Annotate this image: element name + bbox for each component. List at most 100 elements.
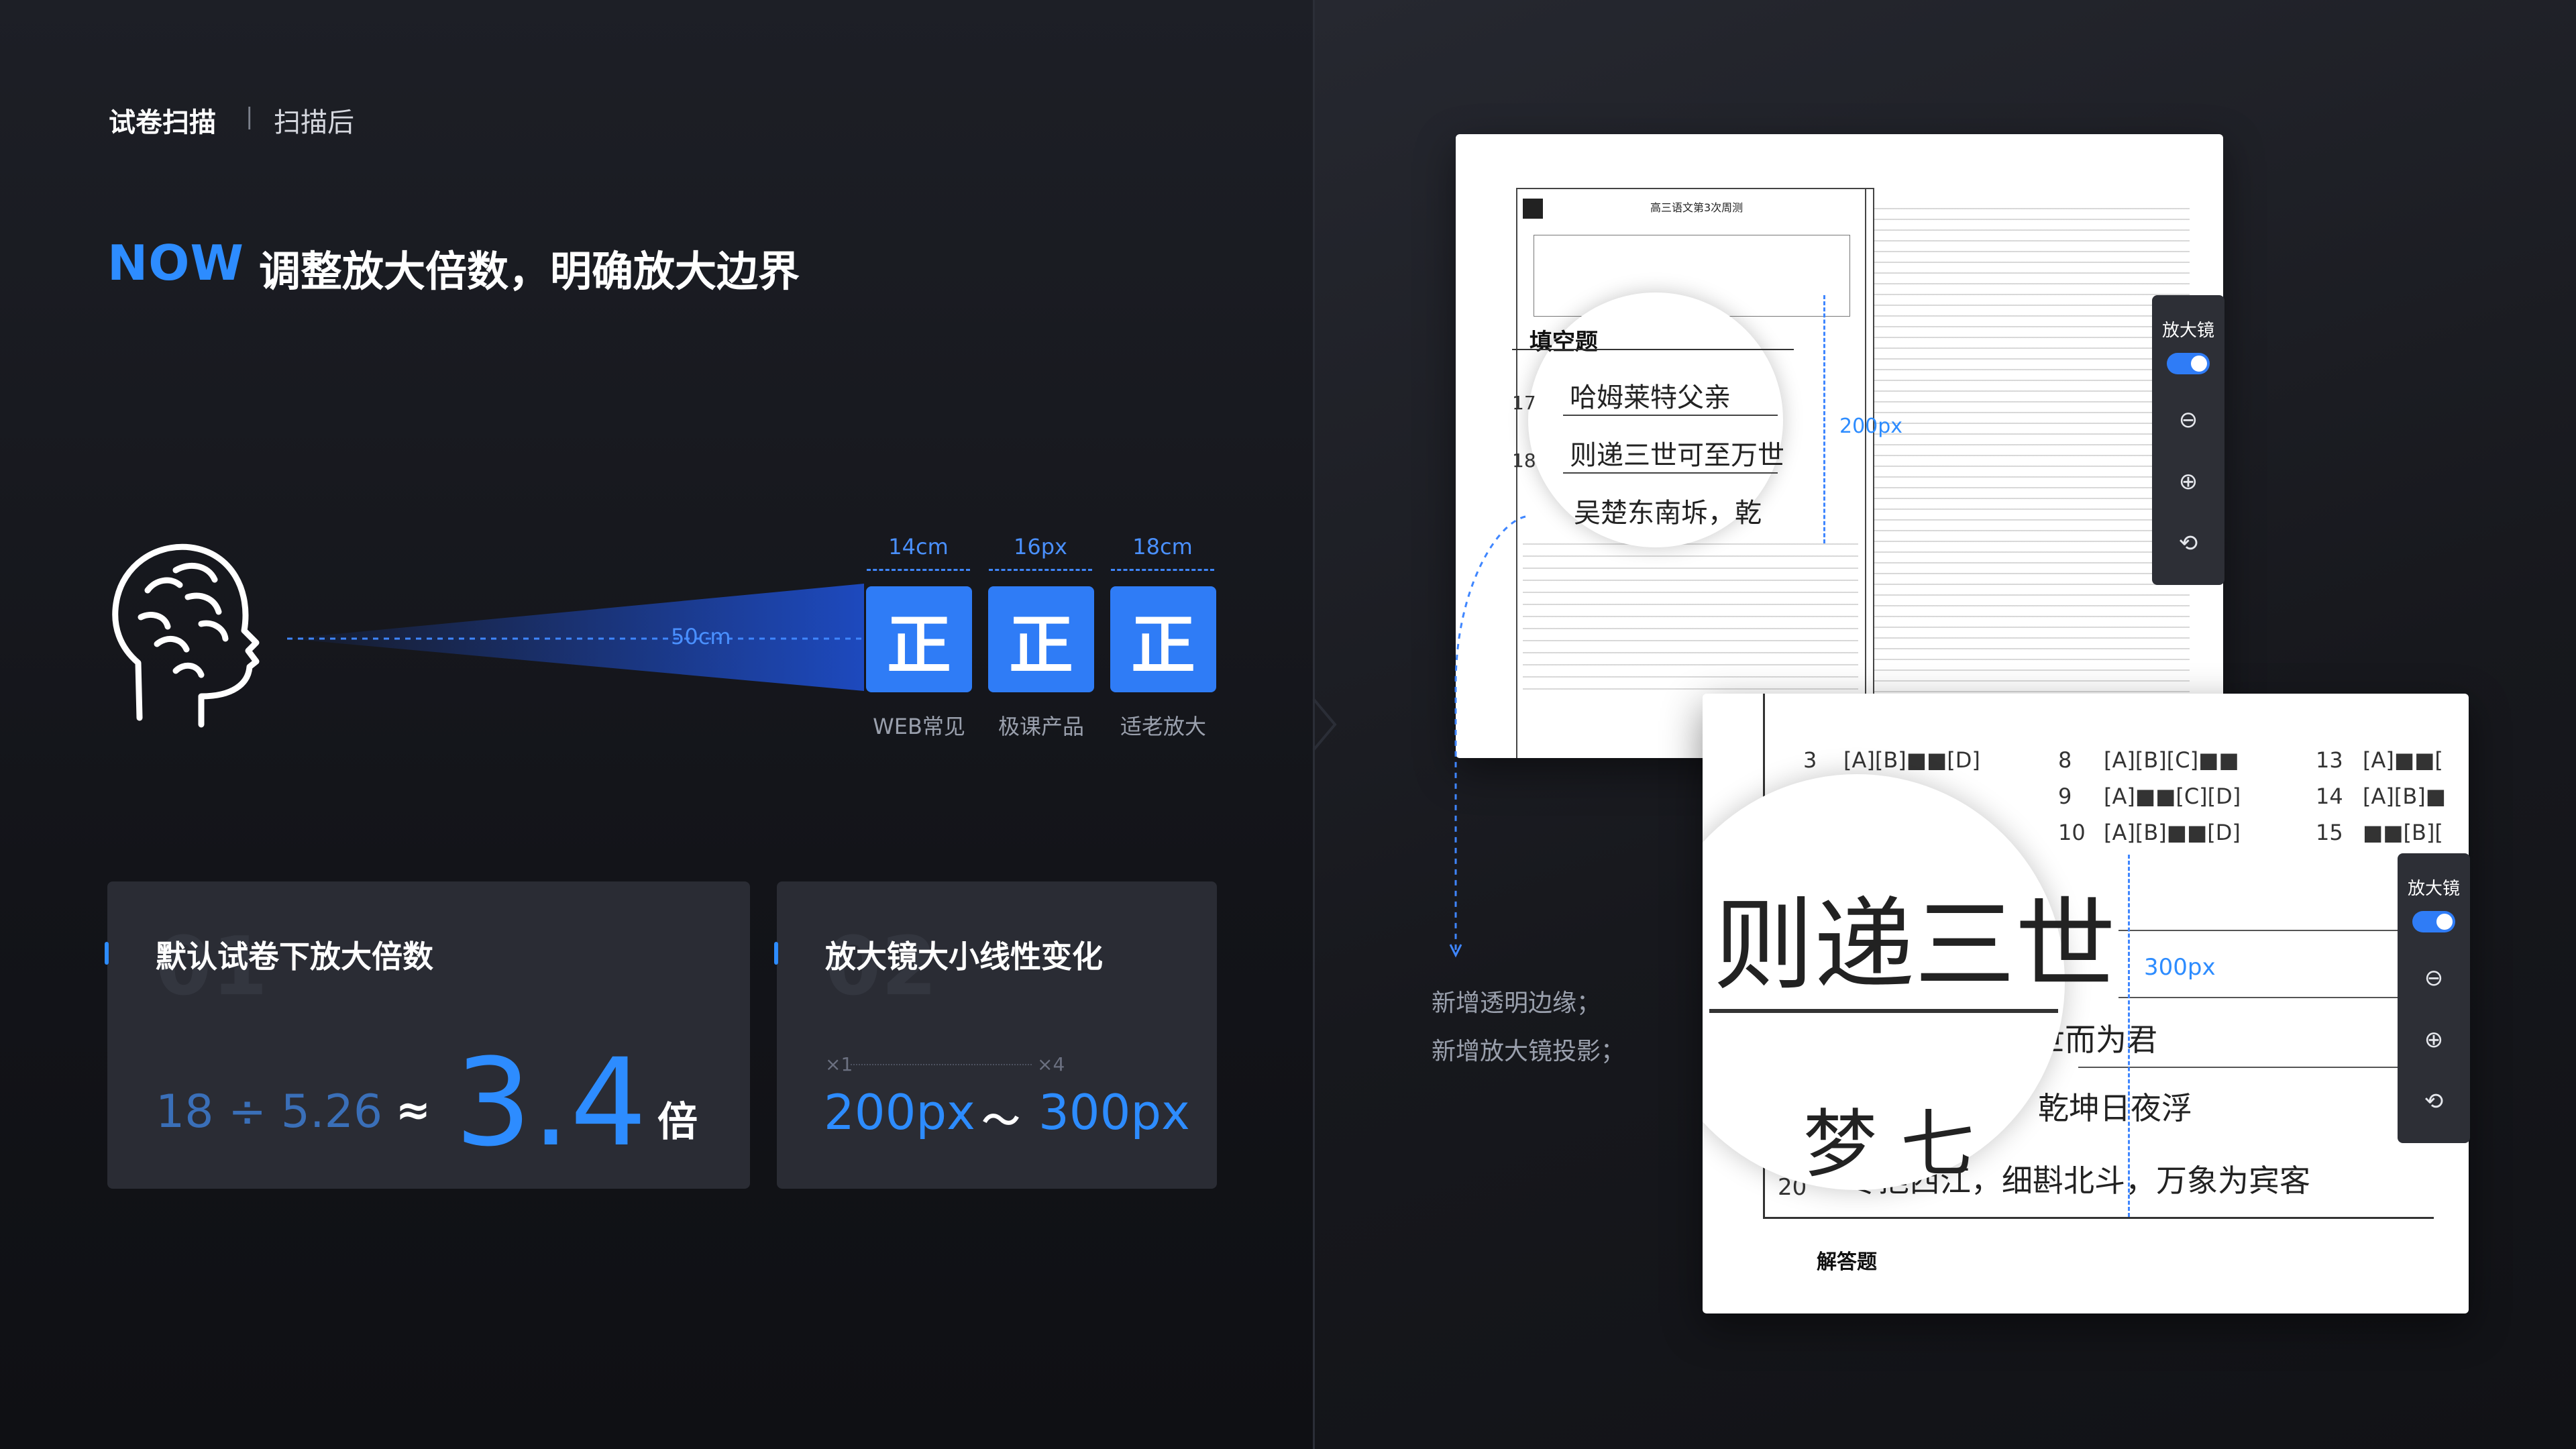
char-tile-medium: 正 [988,586,1094,692]
text-column [1865,188,2202,751]
headline-highlight: NOW [107,235,244,291]
headline-text: 调整放大倍数，明确放大边界 [259,247,800,296]
magnification-unit: 倍 [657,1099,698,1146]
section-rule [1512,349,1794,350]
divider-notch [1312,698,1337,751]
choice-number: 14 [2316,784,2343,809]
left-panel [0,0,1313,1449]
tile-size-line [989,569,1092,571]
handwritten-answer: 吴楚东南坼，乾 [1574,498,1762,529]
head-brain-icon [112,543,260,728]
max-multiplier: ×4 [1037,1053,1065,1075]
card-ghost-number: 01 [156,920,268,1014]
lens-size-measure [2128,855,2130,1217]
handwritten-answer: 则递三世可至万世 [1570,440,1784,471]
exam-title: 高三语文第3次周测 [1650,201,1743,214]
feature-note: 新增透明边缘； [1432,989,1601,1017]
min-multiplier: ×1 [825,1053,853,1075]
lens-size-measure [1823,295,1825,543]
choice-options: [A][B]■■[D] [2104,820,2241,845]
choice-options: [A][B]■■[D] [1843,747,1980,773]
breadcrumb-title: 试卷扫描 [109,107,216,138]
magnifier-toolbar: 放大镜 ⊖ ⊕ ⟲ [2398,853,2470,1143]
choice-options: [A]■■[C][D] [2104,784,2241,809]
choice-number: 8 [2058,747,2072,773]
magnifier-label: 放大镜 [2161,321,2214,341]
magnified-text-second: 梦 七 [1803,1102,1974,1187]
card-title: 默认试卷下放大倍数 [156,938,433,975]
choice-number: 9 [2058,784,2072,809]
min-size-value: 200px [824,1084,975,1140]
magnifier-lens [1528,292,1783,547]
rotate-icon[interactable]: ⟲ [2424,1088,2444,1115]
formula-left: 18 ÷ 5.26 [156,1085,383,1138]
breadcrumb-separator: | [246,103,254,130]
magnification-card [107,881,750,1189]
max-size-value: 300px [1038,1084,1190,1140]
choice-options: [A]■■[ [2363,747,2443,773]
tile-size-line [867,569,970,571]
magnifier-lens [1703,774,2065,1190]
handwritten-answer: 乾坤日夜浮 [2038,1090,2192,1126]
tile-size-label: 14cm [888,534,949,559]
choice-number: 10 [2058,820,2086,845]
answer-line [1563,415,1778,416]
distance-label: 50cm [671,624,731,649]
rotate-icon[interactable]: ⟲ [2178,530,2198,557]
answer-line [2118,930,2447,931]
magnified-rule [1709,1009,2058,1013]
sight-beam [287,584,864,691]
question-text [1523,543,1858,698]
qr-code-icon [1523,199,1543,219]
char-tile-small: 正 [866,586,972,692]
answer-line [1563,472,1778,474]
answer-line [2118,997,2447,998]
approx-sign: ≈ [396,1085,431,1134]
zoom-out-icon[interactable]: ⊖ [2424,965,2444,991]
tile-size-label: 18cm [1132,534,1193,559]
card-accent-bar [105,942,109,965]
zoom-in-icon[interactable]: ⊕ [2178,468,2198,495]
zoom-in-icon[interactable]: ⊕ [2424,1026,2444,1053]
panel-divider [1313,0,1315,1449]
connector-line [1449,515,1526,958]
section-title: 填空题 [1529,329,1598,356]
tile-caption: WEB常见 [873,714,965,739]
tile-caption: 适老放大 [1120,714,1206,739]
magnifier-toggle[interactable] [2167,353,2210,374]
magnifier-size-card [777,881,1217,1189]
tile-caption: 极课产品 [998,714,1084,739]
lens-size-label: 300px [2144,954,2216,981]
lens-size-label: 200px [1839,415,1903,438]
choice-options: [A][B]■ [2363,784,2447,809]
question-number: 18 [1512,449,1536,472]
choice-number: 13 [2316,747,2343,773]
scanned-exam-page: 高三语文第3次周测 填空题 17 哈姆莱特父亲 18 则递三世可至万世 吴楚东南… [1456,134,2223,758]
zoom-out-icon[interactable]: ⊖ [2178,407,2198,433]
choice-options: [A][B][C]■■ [2104,747,2239,773]
tile-size-label: 16px [1014,534,1067,559]
question-number: 17 [1512,392,1536,414]
choice-number: 3 [1803,747,1817,773]
feature-note: 新增放大镜投影； [1432,1038,1625,1065]
answer-line [2078,1067,2447,1068]
scanned-answer-sheet: 3 [A][B]■■[D] 8 [A][B][C]■■ 13 [A]■■[ 9 … [1703,694,2469,1313]
answer-line [1763,1217,2434,1219]
choice-number: 15 [2316,820,2343,845]
range-line [851,1064,1032,1065]
char-tile-large: 正 [1110,586,1216,692]
section-footer: 解答题 [1817,1250,1877,1274]
magnification-result: 3.4 [455,1033,647,1173]
card-ghost-number: 02 [825,920,937,1014]
card-accent-bar [774,942,778,965]
magnifier-toggle[interactable] [2412,911,2455,932]
answer-column [1516,188,1874,758]
card-title: 放大镜大小线性变化 [825,938,1103,975]
magnifier-label: 放大镜 [2407,879,2460,899]
breadcrumb-subtitle: 扫描后 [274,107,354,138]
magnifier-toolbar: 放大镜 ⊖ ⊕ ⟲ [2152,295,2224,585]
choice-options: ■■[B][ [2363,820,2443,845]
handwritten-answer: 哈姆莱特父亲 [1570,382,1731,413]
tile-size-line [1111,569,1214,571]
range-tilde: ～ [982,1099,1020,1143]
